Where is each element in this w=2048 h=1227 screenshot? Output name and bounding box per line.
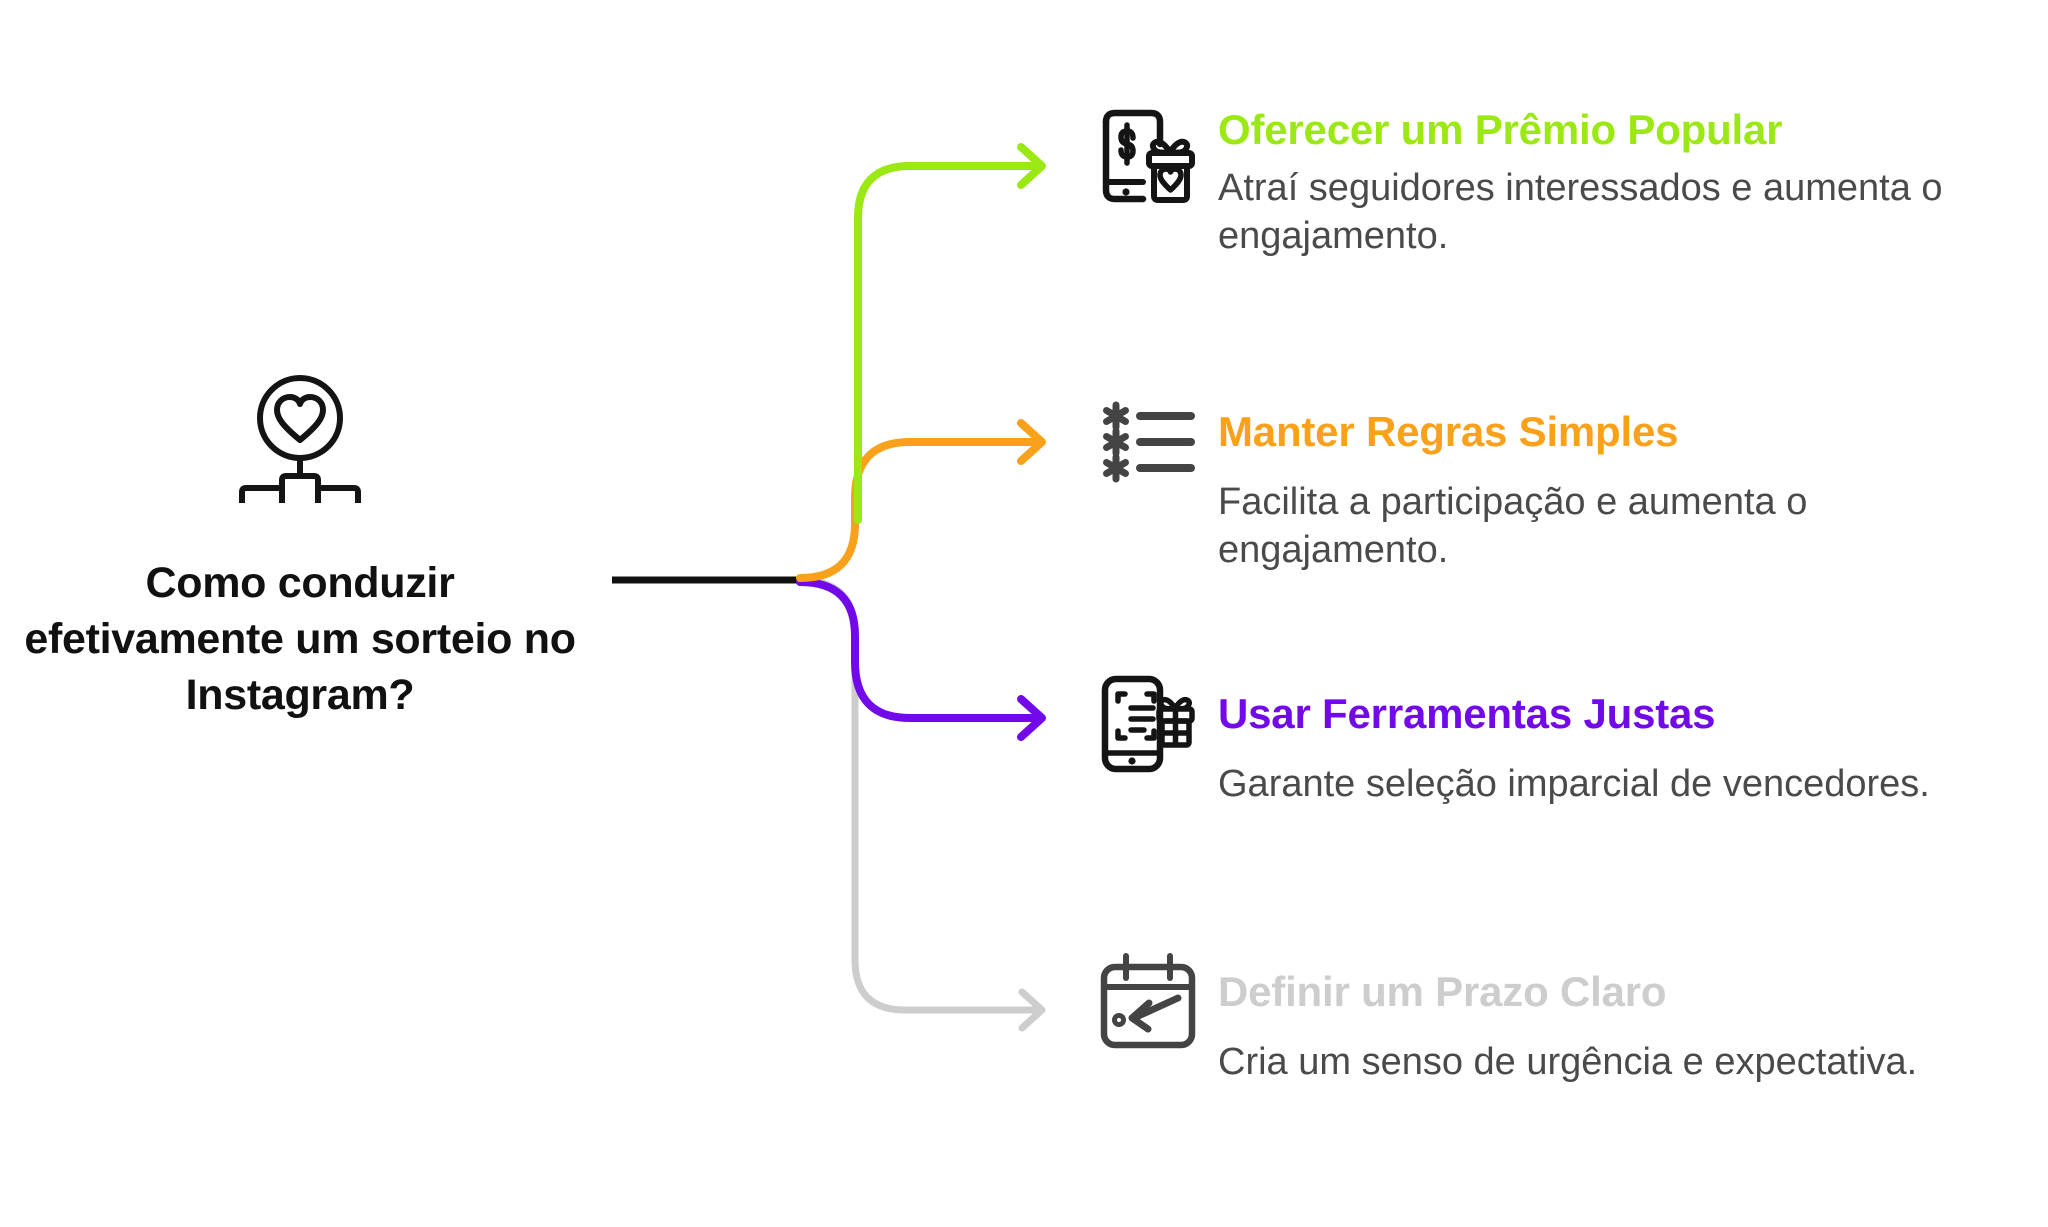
branch-text: Definir um Prazo Claro Cria um senso de … xyxy=(1218,950,1976,1087)
branch-title: Oferecer um Prêmio Popular xyxy=(1218,106,1783,153)
branch-text: Usar Ferramentas Justas Garante seleção … xyxy=(1218,672,1976,809)
connector-gray xyxy=(796,576,1044,1014)
branch-text: Manter Regras Simples Facilita a partici… xyxy=(1218,390,1976,574)
arrowhead-orange xyxy=(1017,419,1046,465)
center-node: Como conduzir efetivamente um sorteio no… xyxy=(20,370,580,724)
phone-scan-gift-icon xyxy=(1096,672,1200,776)
calendar-deadline-icon xyxy=(1096,950,1200,1054)
asterisk-list-icon xyxy=(1096,390,1200,494)
connector-green xyxy=(854,162,1044,524)
branch-description: Garante seleção imparcial de vencedores. xyxy=(1218,763,1930,806)
branch-description: Atraí seguidores interessados e aumenta … xyxy=(1218,167,1943,257)
connector-purple xyxy=(796,578,1044,722)
connector-orange xyxy=(796,438,1044,582)
branch-text: Oferecer um Prêmio Popular Atraí seguido… xyxy=(1218,104,1976,260)
heart-hierarchy-icon xyxy=(225,370,375,530)
branch-item-usar-ferramentas-justas[interactable]: Usar Ferramentas Justas Garante seleção … xyxy=(1096,672,1976,809)
branch-description: Cria um senso de urgência e expectativa. xyxy=(1218,1041,1918,1084)
phone-money-gift-icon xyxy=(1096,104,1200,208)
branch-title: Definir um Prazo Claro xyxy=(1218,968,1667,1015)
arrowhead-green xyxy=(1017,143,1046,189)
page-title: Como conduzir efetivamente um sorteio no… xyxy=(24,559,576,719)
arrowhead-purple xyxy=(1017,695,1046,741)
branch-item-manter-regras-simples[interactable]: Manter Regras Simples Facilita a partici… xyxy=(1096,390,1976,574)
arrowhead-gray xyxy=(1018,988,1046,1032)
branch-item-definir-um-prazo-claro[interactable]: Definir um Prazo Claro Cria um senso de … xyxy=(1096,950,1976,1087)
branch-item-oferecer-um-premio-popular[interactable]: Oferecer um Prêmio Popular Atraí seguido… xyxy=(1096,104,1976,260)
branch-description: Facilita a participação e aumenta o enga… xyxy=(1218,481,1808,571)
branch-title: Usar Ferramentas Justas xyxy=(1218,690,1716,737)
branch-title: Manter Regras Simples xyxy=(1218,408,1679,455)
